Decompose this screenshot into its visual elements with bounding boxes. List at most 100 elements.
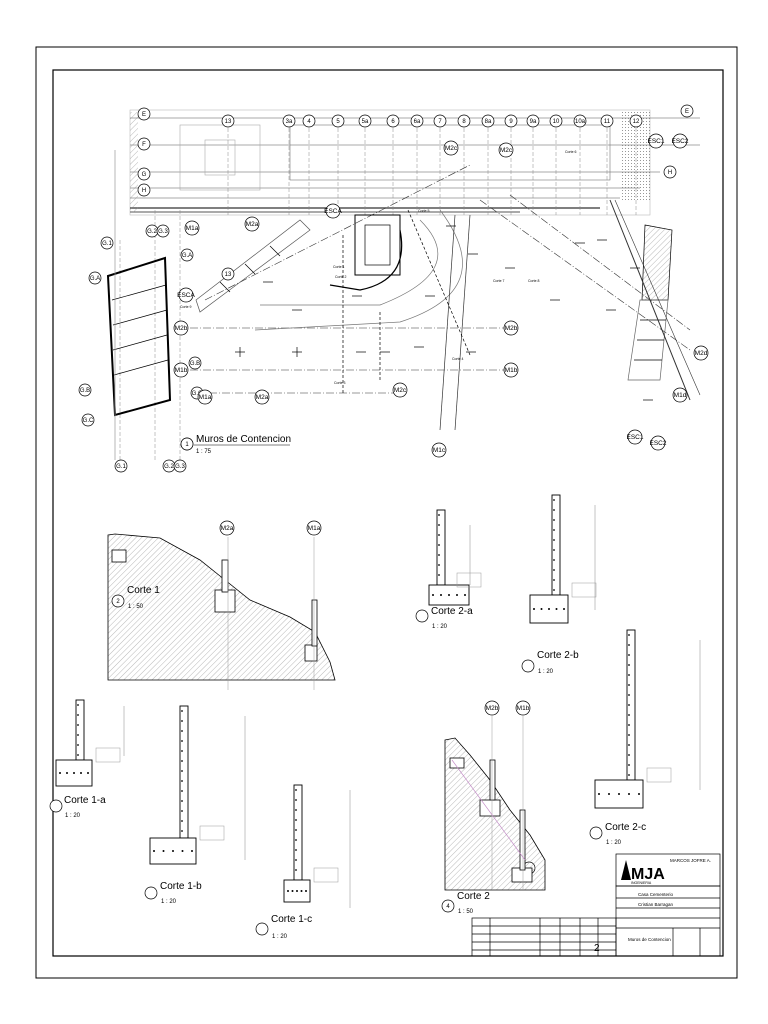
rebar-dot — [628, 744, 630, 746]
rebar-dot — [77, 754, 79, 756]
grid-bubbles-top — [78, 104, 694, 875]
wall-label: M2a — [256, 394, 269, 401]
rebar-dot — [77, 714, 79, 716]
section-corte-1c: Corte 1-c 1 : 20 — [255, 914, 312, 940]
rebar-schedule-box — [456, 572, 482, 588]
section-scale: 1 : 20 — [65, 813, 81, 819]
grid-label: 8a — [485, 119, 492, 125]
rebar-dot — [440, 594, 442, 596]
wall-label: ESC2 — [650, 440, 667, 447]
grid-label: 5a — [362, 119, 369, 125]
view-number: 2 — [116, 599, 120, 605]
rebar-dot — [598, 793, 600, 795]
rebar-dot — [295, 819, 297, 821]
rebar-dot — [181, 740, 183, 742]
rebar-dot — [553, 579, 555, 581]
rebar-dot — [295, 859, 297, 861]
rebar-dot — [181, 730, 183, 732]
wall-label: M2a — [246, 221, 259, 228]
plan-section-markers — [235, 209, 653, 401]
rebar-dot — [456, 594, 458, 596]
wall-label: ESC2 — [672, 138, 689, 145]
rebar-dot — [181, 750, 183, 752]
grid-label: G.3 — [175, 464, 185, 470]
grid-label: 9a — [530, 119, 537, 125]
wall-stem — [179, 705, 189, 839]
rebar-dot — [553, 519, 555, 521]
walls-corte-2 — [449, 757, 533, 883]
wall-detail — [55, 699, 125, 787]
rebar-dot — [181, 710, 183, 712]
rebar-dot — [438, 574, 440, 576]
section-corte-1b: Corte 1-b 1 : 20 — [144, 881, 202, 905]
wall-label: M2a — [221, 525, 234, 532]
wall-tag — [219, 520, 235, 536]
section-corte-1a: Corte 1-a 1 : 20 — [49, 795, 106, 819]
rebar-dot — [628, 734, 630, 736]
title-block — [471, 853, 721, 957]
wall-details — [55, 494, 701, 908]
rebar-dot — [432, 594, 434, 596]
rebar-dot — [464, 594, 466, 596]
corte-label: Corte 5 — [418, 209, 430, 213]
rebar-dot — [296, 890, 298, 892]
grid-label: 6a — [414, 119, 421, 125]
grid-label: 10a — [575, 119, 586, 125]
view-number: 4 — [446, 904, 450, 910]
corte-label: Corte 6 — [565, 150, 577, 154]
plan-stairs — [106, 150, 701, 460]
rebar-schedule-box — [199, 825, 225, 841]
rebar-dot — [628, 793, 630, 795]
rebar-dot — [80, 772, 82, 774]
rebar-dot — [448, 594, 450, 596]
wall-label: M1a — [199, 394, 212, 401]
project-name: Casa Cementerio — [638, 892, 674, 897]
grid-label: 10 — [553, 119, 560, 125]
rebar-dot — [181, 790, 183, 792]
rebar-schedule-box — [571, 582, 597, 598]
grid-label: 8 — [462, 119, 466, 125]
grid-label: 13 — [225, 119, 232, 125]
wall-detail — [529, 494, 597, 624]
grid-label: H — [142, 188, 146, 194]
rebar-dot — [628, 644, 630, 646]
wall-detail — [149, 705, 246, 865]
rebar-dot — [553, 549, 555, 551]
grid-label: G.A — [182, 253, 192, 259]
rebar-dot — [287, 890, 289, 892]
view-number-bubble — [415, 609, 429, 623]
rebar-dot — [295, 869, 297, 871]
rebar-dot — [628, 774, 630, 776]
wall-label: M1c — [433, 447, 446, 454]
rebar-dot — [305, 890, 307, 892]
rebar-dot — [540, 608, 543, 610]
wall-detail — [428, 509, 482, 606]
rebar-schedule-box — [313, 867, 339, 883]
wall-label: M2b — [486, 705, 499, 712]
grid-label: E — [685, 109, 689, 115]
wall-label: ESCA — [324, 208, 342, 215]
section-scale: 1 : 20 — [432, 624, 448, 630]
rebar-dot — [438, 524, 440, 526]
section-scale: 1 : 20 — [606, 840, 622, 846]
view-number-bubble — [180, 437, 194, 451]
rebar-dot — [533, 608, 535, 610]
wall-label: M2c — [500, 147, 513, 154]
grid-label: G.2 — [164, 464, 174, 470]
wall-label: M2b — [505, 325, 518, 332]
outer-border — [35, 46, 738, 979]
grid-label: G.1 — [116, 464, 126, 470]
rebar-dot — [438, 514, 440, 516]
rebar-dot — [628, 764, 630, 766]
wall-label: M1a — [186, 225, 199, 232]
sheet-title: Muros de Contencion — [628, 937, 671, 942]
rebar-dot — [608, 793, 610, 795]
grid-label: 6 — [391, 119, 395, 125]
wall-label: M2c — [394, 387, 407, 394]
rebar-dot — [295, 799, 297, 801]
rebar-dot — [628, 654, 630, 656]
grid-label: G.A — [90, 276, 100, 282]
wall-tag — [484, 700, 500, 716]
plan-wall-lines — [190, 164, 691, 394]
